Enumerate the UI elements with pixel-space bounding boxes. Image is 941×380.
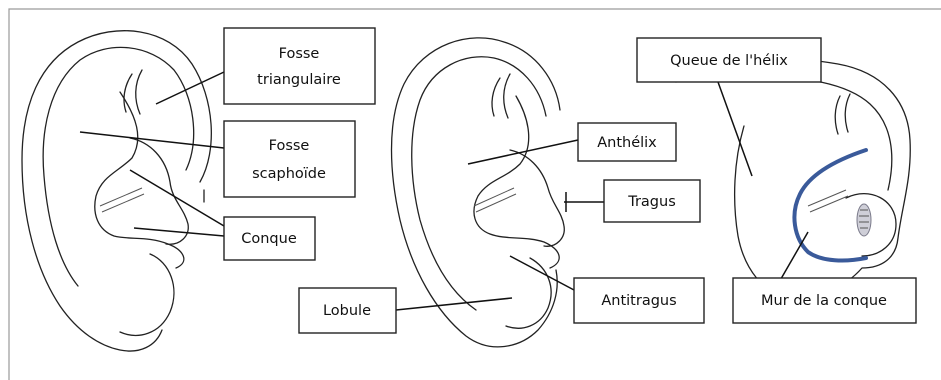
label-fosse-scaphoide-line2: scaphoïde bbox=[252, 166, 326, 182]
ear-middle-ridge-a bbox=[474, 188, 514, 206]
concha-wall-highlight bbox=[794, 150, 866, 260]
ear-left-helix-outer bbox=[22, 31, 211, 351]
label-tragus: Tragus bbox=[604, 180, 700, 222]
leader-conque-upper bbox=[130, 170, 224, 226]
ear-middle-crus-a bbox=[492, 78, 500, 116]
label-tragus-text: Tragus bbox=[627, 194, 676, 210]
ear-left-ridge-a bbox=[100, 188, 142, 206]
ear-left bbox=[22, 31, 211, 351]
label-fosse-scaphoide-line1: Fosse bbox=[269, 138, 310, 154]
label-fosse-triangulaire: Fosse triangulaire bbox=[224, 28, 375, 104]
leader-antitragus bbox=[510, 256, 574, 290]
label-mur-conque-text: Mur de la conque bbox=[761, 293, 887, 309]
label-mur-conque: Mur de la conque bbox=[733, 278, 916, 323]
ear-middle-helix-outer bbox=[392, 38, 561, 347]
label-conque-text: Conque bbox=[241, 231, 297, 247]
ear-middle-crus-b bbox=[504, 74, 510, 118]
ear-canal-opening bbox=[857, 204, 871, 236]
ear-right-outer bbox=[676, 58, 910, 298]
leader-fosse-triangulaire bbox=[156, 72, 224, 104]
ear-right-ridge-a bbox=[808, 190, 846, 206]
leader-conque-lower bbox=[134, 228, 224, 236]
label-antitragus-text: Antitragus bbox=[601, 293, 676, 309]
label-fosse-scaphoide: Fosse scaphoïde bbox=[224, 121, 355, 197]
ear-middle-lobe bbox=[506, 258, 551, 328]
ear-right-ridge-b bbox=[810, 196, 848, 212]
ear-left-helix-inner bbox=[43, 47, 193, 286]
leader-fosse-scaphoide bbox=[80, 132, 224, 148]
ear-left-crus-b bbox=[136, 70, 142, 114]
label-antitragus: Antitragus bbox=[574, 278, 704, 323]
leader-queue-helix bbox=[718, 82, 752, 176]
label-queue-helix: Queue de l'hélix bbox=[637, 38, 821, 82]
label-conque: Conque bbox=[224, 217, 315, 260]
label-fosse-triangulaire-line2: triangulaire bbox=[257, 72, 341, 88]
ear-middle-ridge-b bbox=[476, 194, 516, 212]
label-lobule: Lobule bbox=[299, 288, 396, 333]
leader-mur-conque bbox=[778, 232, 808, 284]
ear-left-ridge-b bbox=[102, 194, 144, 212]
label-lobule-text: Lobule bbox=[323, 303, 371, 319]
leader-lobule bbox=[396, 298, 512, 310]
ear-middle bbox=[392, 38, 565, 347]
label-fosse-triangulaire-line1: Fosse bbox=[279, 46, 320, 62]
label-anthelix-text: Anthélix bbox=[597, 135, 657, 151]
ear-left-antihelix bbox=[95, 92, 184, 268]
ear-middle-helix-inner bbox=[412, 57, 546, 310]
ear-right-crus-b bbox=[845, 94, 850, 132]
label-anthelix: Anthélix bbox=[578, 123, 676, 161]
ear-left-lobe bbox=[120, 254, 174, 335]
ear-right-helix-inner bbox=[760, 78, 892, 190]
ear-right bbox=[676, 58, 910, 298]
ear-middle-concha bbox=[510, 150, 564, 246]
ear-right-crus-a bbox=[835, 96, 840, 134]
label-queue-helix-text: Queue de l'hélix bbox=[670, 53, 788, 69]
